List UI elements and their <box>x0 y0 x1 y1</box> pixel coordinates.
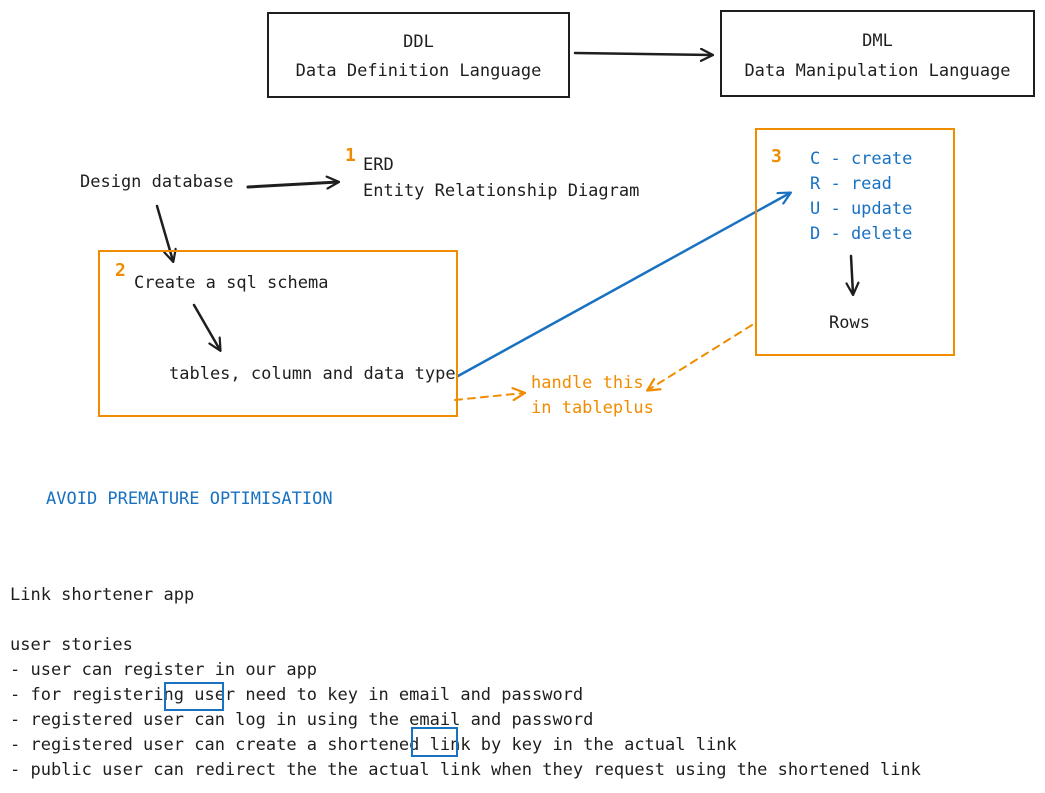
crud-box <box>755 128 955 356</box>
user-story-5: - public user can redirect the the actua… <box>10 760 921 780</box>
ddl-box: DDL Data Definition Language <box>267 12 570 98</box>
crud-step-number: 3 <box>771 146 782 167</box>
arrow-crud-to-handle-note <box>648 324 753 390</box>
user-story-2: - for registering user need to key in em… <box>10 685 584 705</box>
crud-create: C - create <box>810 149 913 169</box>
user-stories-heading: user stories <box>10 635 133 655</box>
dml-subtitle: Data Manipulation Language <box>744 61 1011 81</box>
erd-step-number: 1 <box>345 145 356 166</box>
crud-delete: D - delete <box>810 224 913 244</box>
crud-read: R - read <box>810 174 892 194</box>
crud-update: U - update <box>810 199 913 219</box>
handle-note-line-2: in tableplus <box>531 398 654 418</box>
user-story-3: - registered user can log in using the e… <box>10 710 594 730</box>
erd-title: ERD <box>363 155 394 175</box>
dml-title: DML <box>862 31 893 51</box>
erd-subtitle: Entity Relationship Diagram <box>363 181 640 201</box>
handle-note-line-1: handle this <box>531 373 644 393</box>
link-word-highlight <box>411 727 458 757</box>
arrow-schema-to-crud <box>456 193 790 378</box>
dml-box: DML Data Manipulation Language <box>720 10 1035 97</box>
ddl-title: DDL <box>403 32 434 52</box>
arrow-tables-to-handle-note <box>454 393 524 400</box>
schema-step-number: 2 <box>115 260 126 281</box>
ddl-subtitle: Data Definition Language <box>295 61 542 81</box>
design-database-label: Design database <box>80 172 234 192</box>
arrow-design-to-erd <box>246 182 338 187</box>
arrow-crud-to-rows <box>851 254 853 294</box>
user-story-4: - registered user can create a shortened… <box>10 735 737 755</box>
user-word-highlight <box>164 682 224 711</box>
arrow-schema-to-tables <box>192 303 220 350</box>
schema-title: Create a sql schema <box>134 273 329 293</box>
arrow-ddl-to-dml <box>573 53 712 55</box>
schema-detail: tables, column and data type <box>169 364 456 384</box>
premature-optimisation-warning: AVOID PREMATURE OPTIMISATION <box>46 489 333 509</box>
user-story-1: - user can register in our app <box>10 660 318 680</box>
app-title: Link shortener app <box>10 585 195 605</box>
crud-rows-label: Rows <box>829 313 870 333</box>
schema-box <box>98 250 458 417</box>
